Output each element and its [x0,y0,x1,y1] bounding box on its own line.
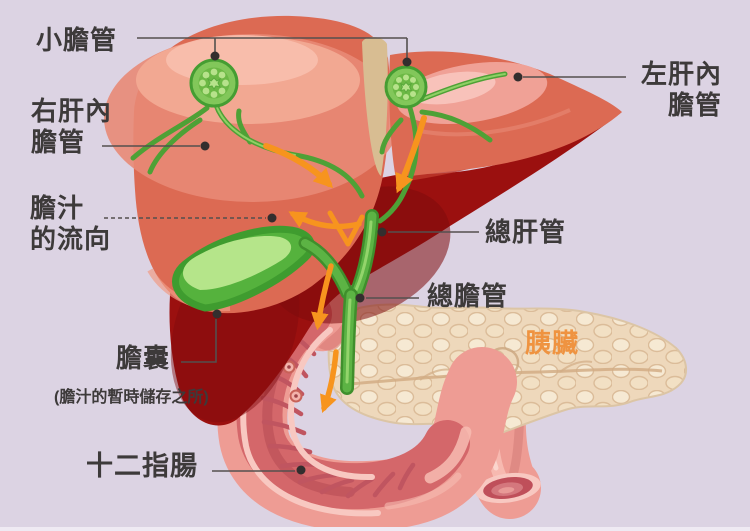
liver [104,15,622,426]
pointer-dots [200,51,523,475]
gallbladder [172,225,315,312]
label-left-intrahepatic-bile-ducts: 左肝內 膽管 [628,59,722,120]
liver-dark-lobe [169,112,622,426]
bottom-edge-strip [0,527,750,531]
liver-right-lobe [104,15,400,314]
label-bile-flow-line1: 膽汁 [30,193,85,223]
label-common-hepatic-duct: 總肝管 [485,217,567,247]
label-gallbladder-note: (膽汁的暫時儲存之所) [54,389,209,406]
label-pancreas: 胰臟 [525,328,580,358]
duodenal-papillae [282,360,303,403]
label-right-intrahepatic-line1: 右肝內 [31,96,113,126]
label-duodenum: 十二指腸 [86,451,198,481]
bile-ductule-cross-section-left [384,65,428,109]
label-gallbladder: 膽囊 [116,343,171,373]
label-bile-flow-direction: 膽汁 的流向 [30,193,111,254]
pointer-lines [102,37,626,472]
liver-left-lobe [389,51,622,179]
common-hepatic-duct [348,209,379,303]
pointer-small-bile-ducts [137,37,408,58]
label-left-intrahepatic-line1: 左肝內 [640,59,722,89]
common-bile-duct [340,288,358,395]
bile-flow-arrows [263,115,427,413]
label-small-bile-ducts: 小膽管 [36,25,118,55]
label-common-bile-duct: 總膽管 [427,281,509,311]
intrahepatic-ducts [130,71,508,224]
falciform-wedge [362,36,388,176]
duodenum-open-end [475,472,541,504]
pointer-gallbladder [181,319,217,363]
label-right-intrahepatic-line2: 膽管 [31,126,86,157]
label-right-intrahepatic-bile-ducts: 右肝內 膽管 [31,96,112,157]
label-left-intrahepatic-line2: 膽管 [667,89,722,120]
bile-ductule-cross-section-right [189,58,239,108]
label-bile-flow-line2: 的流向 [30,223,112,254]
